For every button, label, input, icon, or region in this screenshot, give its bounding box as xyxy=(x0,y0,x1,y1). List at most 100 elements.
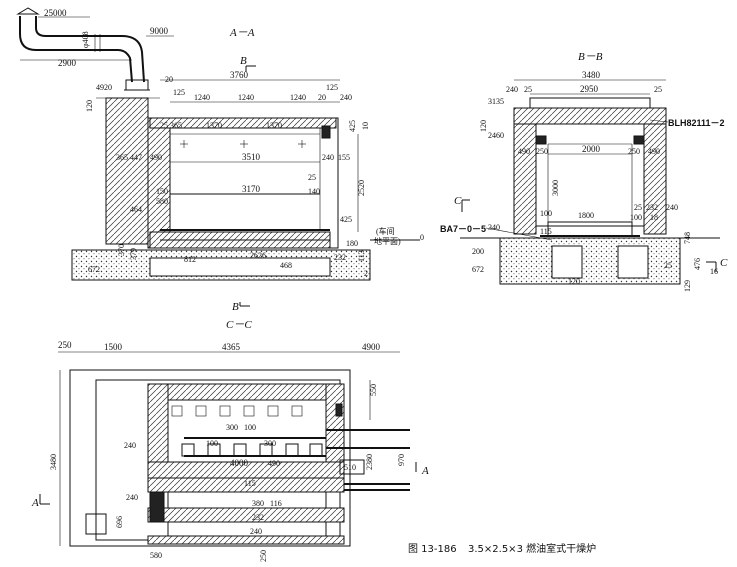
bb-section-mark-c: C xyxy=(454,195,462,207)
dim-468: 468 xyxy=(280,261,292,270)
dim-cc-300b: 300 xyxy=(264,439,276,448)
dim-bb-18: 18 xyxy=(650,213,658,222)
dim-bb-476: 476 xyxy=(693,258,702,270)
bb-tag-ba: BA7－0－5 xyxy=(440,224,486,234)
dim-bb-748: 748 xyxy=(683,232,692,244)
dim-bb-3000: 3000 xyxy=(551,180,560,196)
dim-cc-250b: 250 xyxy=(259,550,268,562)
dim-bb-490b: 490 xyxy=(648,147,660,156)
dim-1370a: 1370 xyxy=(206,121,222,130)
dim-cc-4000: 4000 xyxy=(230,458,249,468)
dim-cc-970: 970 xyxy=(397,454,406,466)
aa-left-wall xyxy=(105,97,149,245)
dim-bb-3480: 3480 xyxy=(582,70,601,80)
dim-1240a: 1240 xyxy=(194,93,210,102)
dim-cc-232: 232 xyxy=(252,513,264,522)
dim-bb-340: 340 xyxy=(488,223,500,232)
dim-bb-25d: 25 xyxy=(664,261,672,270)
dim-cc-3480: 3480 xyxy=(49,454,58,470)
dim-bb-672: 672 xyxy=(472,265,484,274)
dim-425a: 425 xyxy=(348,120,357,132)
dim-580: 580 xyxy=(156,197,168,206)
dim-cc-2380: 2380 xyxy=(365,454,374,470)
dim-cc-490: 490 xyxy=(268,459,280,468)
dim-10: 10 xyxy=(361,122,370,130)
dim-bb-250a: 250 xyxy=(536,147,548,156)
dim-365a: 365 xyxy=(170,121,182,130)
dim-bb-25a: 25 xyxy=(524,85,532,94)
figure-caption-number: 图 13-186 xyxy=(408,543,457,555)
dim-1240b: 1240 xyxy=(238,93,254,102)
view-c-c: C－C 250 1500 4365 4900 xyxy=(31,319,429,562)
view-bb-title: B－B xyxy=(578,51,603,63)
figure-caption-text: 3.5×2.5×3 燃油室式干燥炉 xyxy=(468,542,596,555)
dim-180: 180 xyxy=(346,239,358,248)
dim-bb-100b: 100 xyxy=(630,213,642,222)
dim-bb-120: 120 xyxy=(479,120,488,132)
dim-379: 379 xyxy=(129,248,138,260)
dim-cc-580: 580 xyxy=(150,551,162,560)
dim-1370b: 1370 xyxy=(266,121,282,130)
dim-bb-250b: 250 xyxy=(628,147,640,156)
dim-cc-115: 115 xyxy=(244,479,256,488)
dim-cc-100b: 100 xyxy=(206,439,218,448)
dim-464: 464 xyxy=(130,205,142,214)
dim-cc-250a: 250 xyxy=(58,340,72,350)
view-a-a: A－A 25000 φ408 9000 2900 4920 120 xyxy=(16,7,424,313)
dim-447: 447 xyxy=(130,153,142,162)
cc-outer-boundary xyxy=(69,369,351,547)
dim-425b: 425 xyxy=(340,215,352,224)
dim-25a: 25 xyxy=(160,121,168,130)
dim-672: 672 xyxy=(88,265,100,274)
dim-140: 140 xyxy=(308,187,320,196)
dim-9000: 9000 xyxy=(150,26,169,36)
dim-bb-232: 232 xyxy=(646,203,658,212)
dim-2900: 2900 xyxy=(58,58,77,68)
dim-bb-115: 115 xyxy=(540,227,552,236)
dim-bb-3135: 3135 xyxy=(488,97,504,106)
dim-bb-200: 200 xyxy=(472,247,484,256)
dim-408: φ408 xyxy=(81,31,90,48)
dim-155: 155 xyxy=(338,153,350,162)
dim-1240c: 1240 xyxy=(290,93,306,102)
dim-25000: 25000 xyxy=(44,8,67,18)
dim-cc-100a: 100 xyxy=(244,423,256,432)
bb-foundation xyxy=(499,237,681,285)
dim-120: 120 xyxy=(85,100,94,112)
dim-240: 240 xyxy=(340,93,352,102)
bb-roof xyxy=(513,107,667,125)
dim-125a: 125 xyxy=(173,88,185,97)
dim-cc-240c: 240 xyxy=(250,527,262,536)
dim-812: 812 xyxy=(184,255,196,264)
dim-150: 150 xyxy=(156,187,168,196)
cc-top-wall xyxy=(147,383,345,401)
dim-bb-100a: 100 xyxy=(540,209,552,218)
dim-20b: 20 xyxy=(318,93,326,102)
dim-490: 490 xyxy=(150,153,162,162)
dim-bb-490a: 490 xyxy=(518,147,530,156)
dim-cc-380: 380 xyxy=(252,499,264,508)
aa-floor-level: 0 xyxy=(420,233,424,242)
bb-left-wall xyxy=(513,123,537,235)
dim-4920: 4920 xyxy=(96,83,112,92)
dim-365b: 365 xyxy=(116,153,128,162)
dim-bb-240a: 240 xyxy=(506,85,518,94)
dim-cc-300: 300 xyxy=(226,423,238,432)
dim-bb-2460: 2460 xyxy=(488,131,504,140)
dim-2: 2 xyxy=(364,269,368,278)
dim-113: 113 xyxy=(357,250,366,262)
aa-chamber-outline xyxy=(147,117,339,249)
dim-cc-1500: 1500 xyxy=(104,342,123,352)
dim-3510: 3510 xyxy=(242,152,261,162)
dim-3760: 3760 xyxy=(230,70,249,80)
bb-tag-blh: BLH82111－2 xyxy=(668,118,725,128)
dim-cc-240b: 240 xyxy=(126,493,138,502)
aa-section-mark-b-bottom: B xyxy=(232,301,239,313)
dim-125b: 125 xyxy=(326,83,338,92)
flue-pipe xyxy=(16,7,150,91)
dim-cc-696: 696 xyxy=(115,516,124,528)
dim-cc-4900: 4900 xyxy=(362,342,381,352)
dim-25b: 25 xyxy=(308,173,316,182)
aa-floor-label-1: (车间 xyxy=(376,226,395,236)
